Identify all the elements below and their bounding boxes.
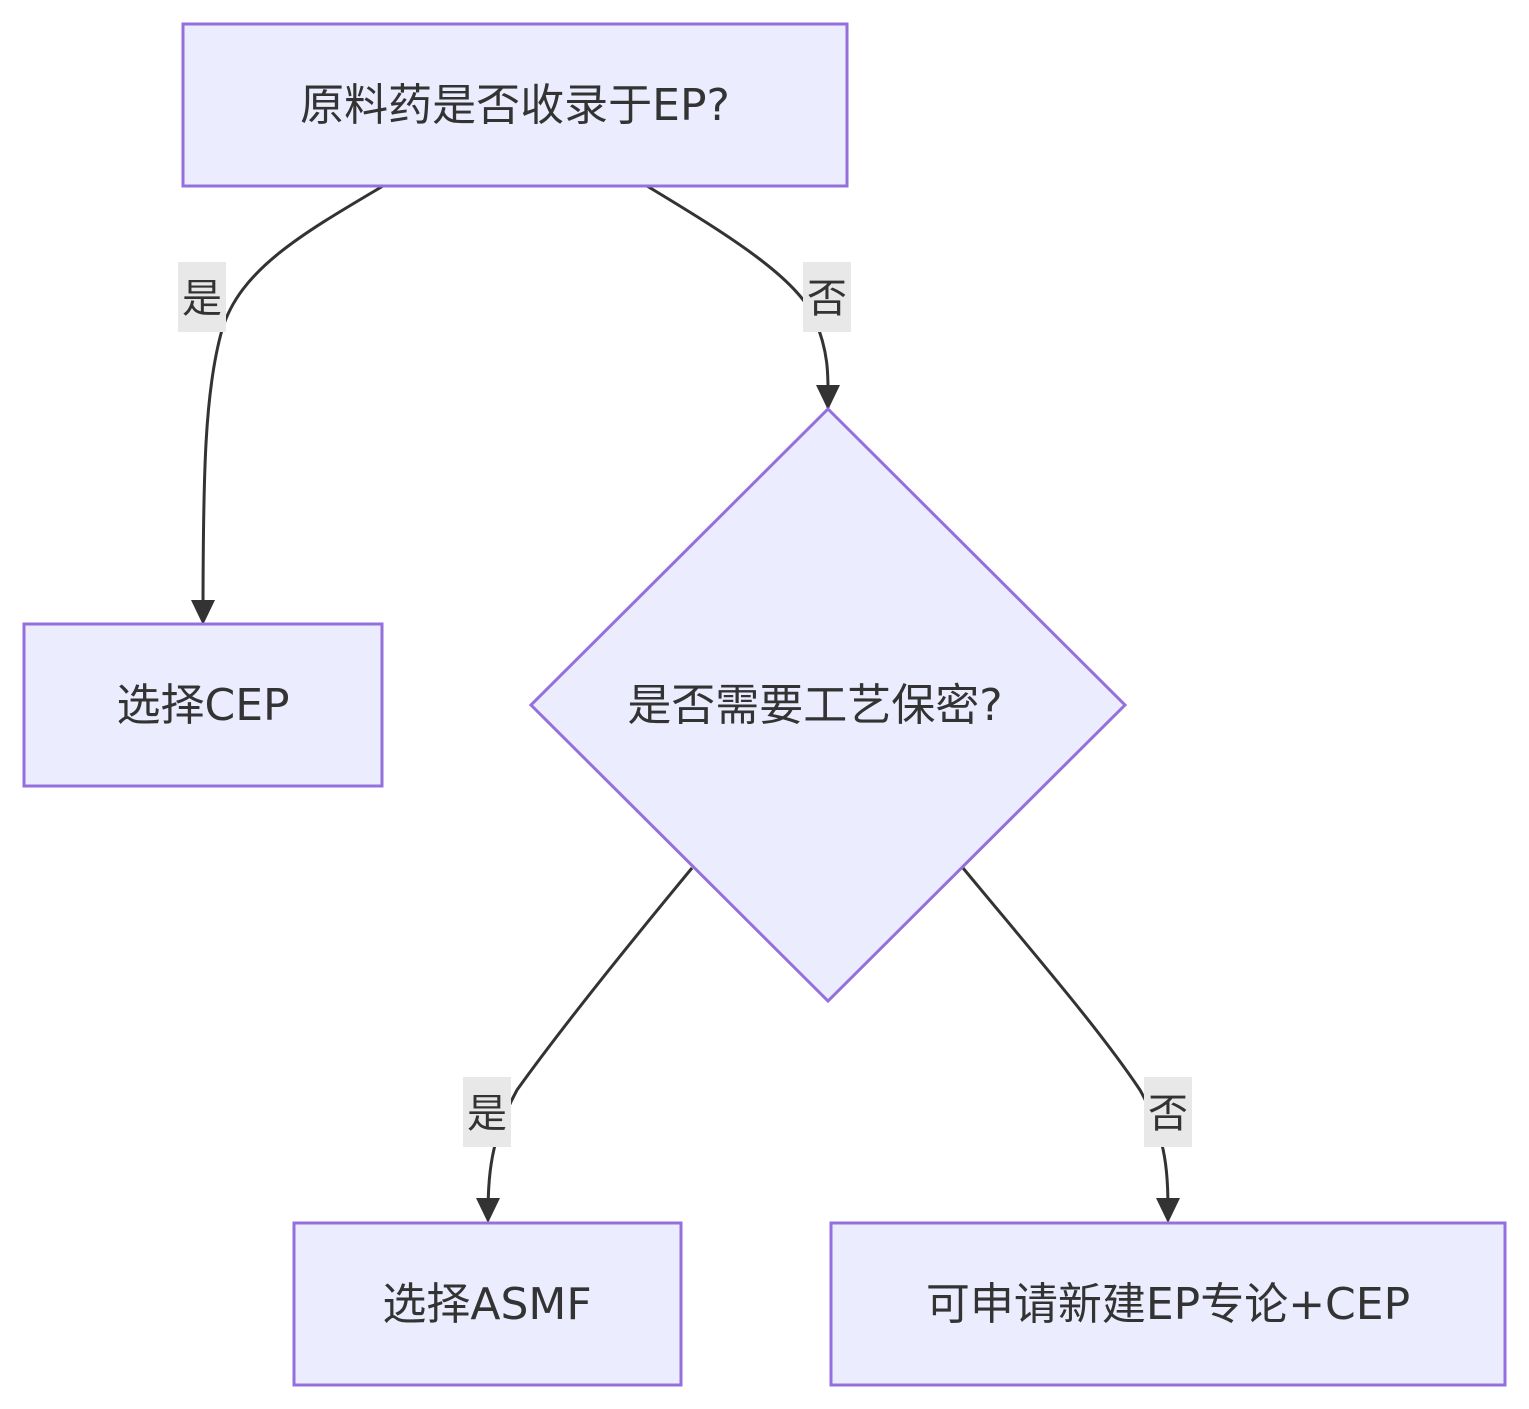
edge-label-text: 否	[807, 276, 847, 322]
arrowhead-cep	[191, 600, 215, 625]
edge-label-q1-cep: 是	[178, 262, 226, 332]
node-newep-label: 可申请新建EP专论+CEP	[926, 1279, 1410, 1330]
edge-label-q1-q2: 否	[803, 262, 851, 332]
edge-q2-to-asmf	[486, 867, 694, 1221]
edge-q1-to-q2	[646, 184, 830, 409]
node-q1: 原料药是否收录于EP?	[181, 22, 849, 188]
edge-q1-to-cep	[199, 184, 384, 621]
nodes: 原料药是否收录于EP? 选择CEP 是否需要工艺保密? 选择ASMF 可申请新建…	[22, 22, 1507, 1387]
edges	[191, 184, 1180, 1223]
arrowhead-asmf	[476, 1198, 500, 1223]
node-asmf-label: 选择ASMF	[382, 1279, 591, 1330]
edge-q2-to-newep	[961, 867, 1170, 1221]
edge-label-q2-newep: 否	[1144, 1077, 1192, 1147]
node-newep: 可申请新建EP专论+CEP	[829, 1221, 1507, 1387]
node-cep-label: 选择CEP	[116, 680, 289, 731]
node-q2: 是否需要工艺保密?	[528, 406, 1128, 1004]
edge-label-text: 否	[1148, 1091, 1188, 1137]
edge-label-text: 是	[182, 276, 222, 322]
edge-labels: 是 否 是 否	[178, 262, 1192, 1147]
edge-label-q2-asmf: 是	[463, 1077, 511, 1147]
node-q2-label: 是否需要工艺保密?	[627, 680, 1002, 731]
edge-label-text: 是	[467, 1091, 507, 1137]
arrowhead-q2	[816, 385, 840, 410]
arrowhead-newep	[1156, 1198, 1180, 1223]
node-cep: 选择CEP	[22, 622, 384, 788]
node-asmf: 选择ASMF	[292, 1221, 683, 1387]
node-q1-label: 原料药是否收录于EP?	[300, 80, 730, 131]
